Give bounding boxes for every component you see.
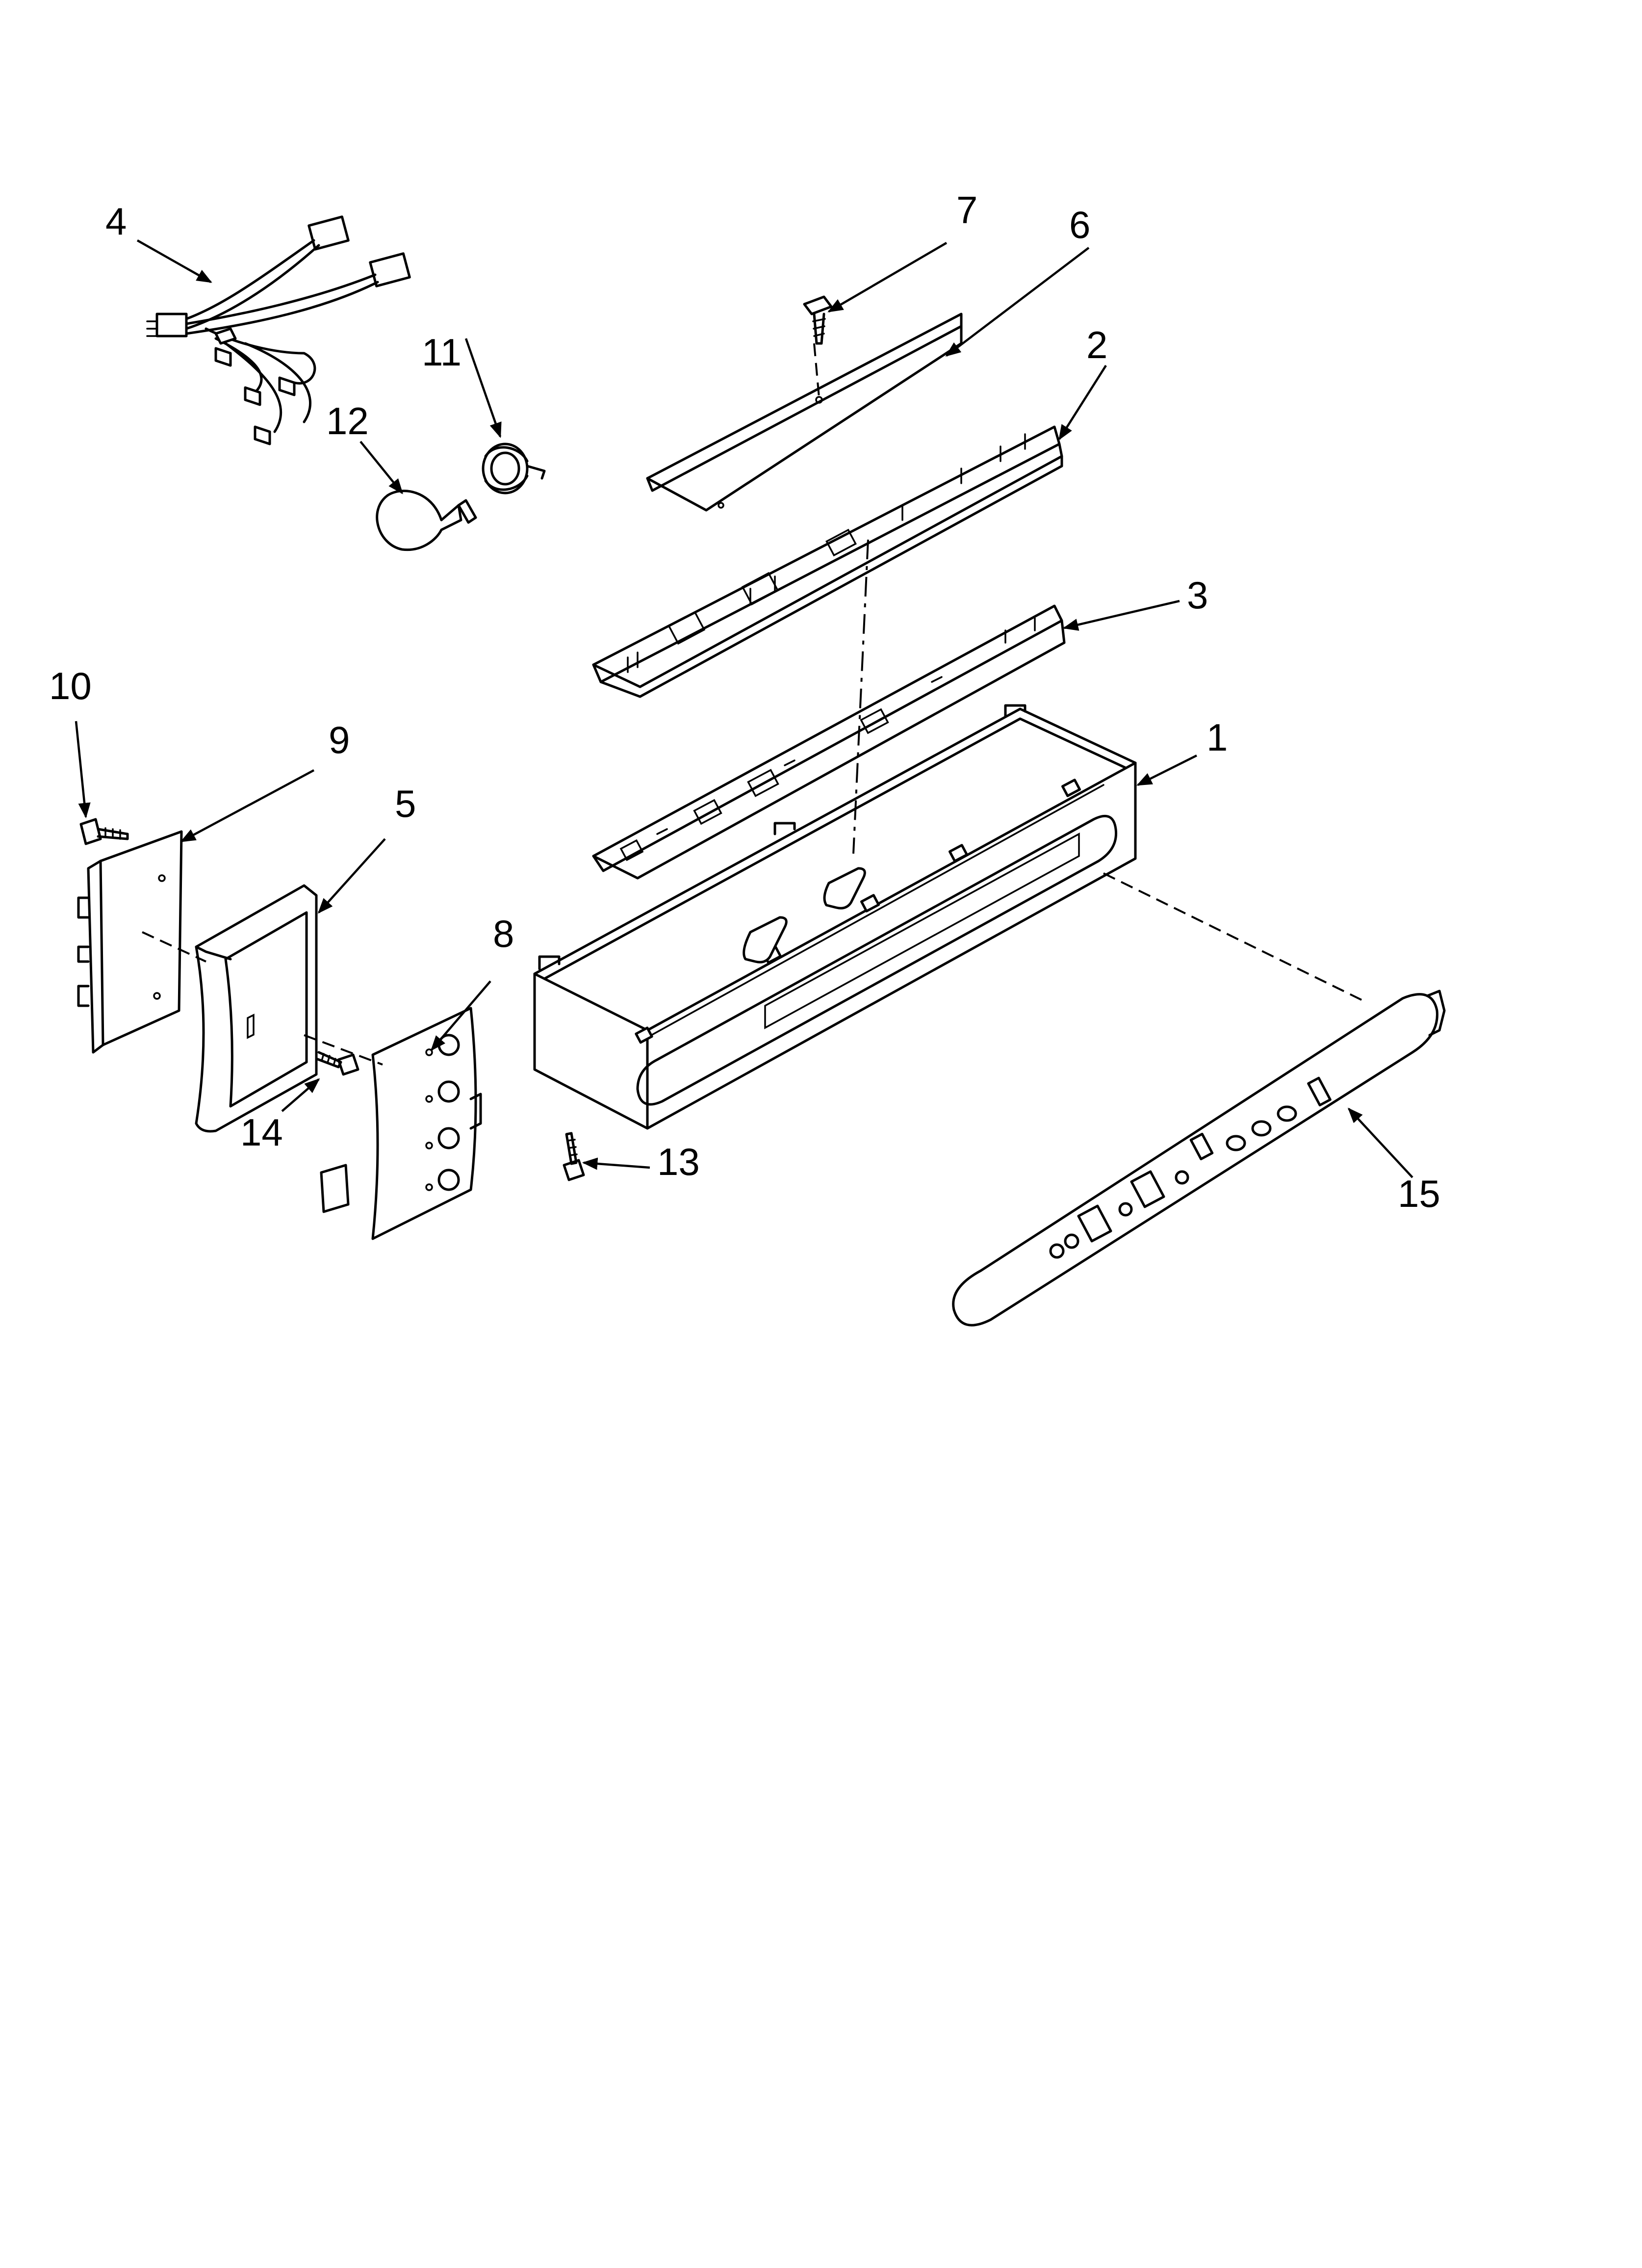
- part-13-screw: [563, 1132, 585, 1181]
- part-5-bezel: [195, 884, 318, 1133]
- part-7-screw: [803, 295, 833, 345]
- callout-11: 11: [422, 331, 462, 374]
- callout-15: 15: [1398, 1172, 1440, 1215]
- callout-12: 12: [326, 399, 369, 443]
- part-14-screw: [315, 1051, 359, 1076]
- callout-5: 5: [395, 782, 416, 825]
- part-2-circuit-board: [592, 425, 1063, 698]
- callout-3: 3: [1187, 574, 1208, 617]
- callout-13: 13: [657, 1140, 700, 1183]
- part-11-lamp-socket: [482, 443, 546, 495]
- callout-9: 9: [329, 718, 350, 761]
- callout-2: 2: [1086, 323, 1107, 366]
- part-15-control-overlay: [952, 990, 1446, 1327]
- part-12-light-bulb: [376, 490, 477, 551]
- callout-6: 6: [1069, 203, 1090, 246]
- part-10-screw: [79, 818, 129, 845]
- callout-4: 4: [105, 200, 127, 243]
- callout-1: 1: [1206, 716, 1228, 759]
- assembly-lines: [142, 343, 1364, 1066]
- callout-7: 7: [956, 188, 977, 232]
- part-3-circuit-board: [592, 604, 1066, 880]
- part-8-key-panel: [320, 1007, 482, 1240]
- callout-14: 14: [240, 1111, 283, 1154]
- callout-8: 8: [493, 912, 514, 955]
- callout-leaders: [75, 239, 1413, 1178]
- part-1-control-housing: [533, 704, 1137, 1130]
- part-6-cover-plate: [646, 313, 963, 512]
- callout-10: 10: [49, 664, 92, 707]
- part-4-wire-harness: [146, 215, 411, 445]
- callout-numbers: 1 2 3 4 5 6 7 8 9 10 11 12 13 14 15: [49, 188, 1440, 1215]
- part-9-side-board: [77, 830, 183, 1054]
